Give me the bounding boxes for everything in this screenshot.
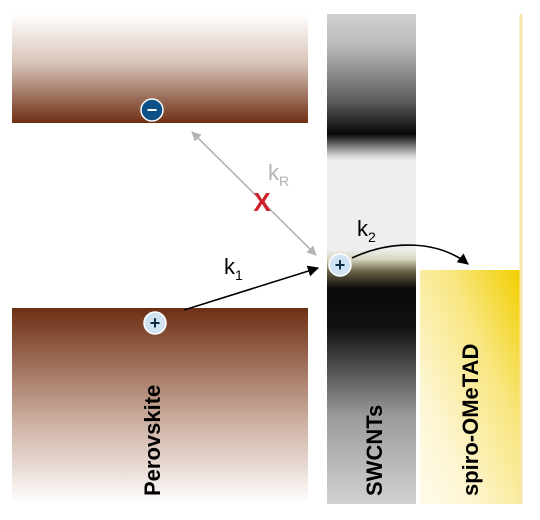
spiro-label: spiro-OMeTAD — [458, 344, 483, 496]
k2-subscript: 2 — [368, 229, 376, 245]
kR-subscript: R — [279, 173, 289, 189]
k2-arrow — [351, 244, 469, 265]
electron-sign: − — [147, 100, 158, 120]
k1-label: k1 — [224, 254, 243, 283]
k2-label: k2 — [357, 216, 376, 245]
kR-label: kR — [268, 160, 289, 189]
k1-arrow — [183, 265, 320, 311]
hole-charge-perovskite: + — [143, 311, 167, 335]
k1-subscript: 1 — [235, 267, 243, 283]
hole-sign-swcnt: + — [335, 255, 346, 275]
spiro-band — [420, 270, 520, 504]
swcnts-label: SWCNTs — [362, 405, 387, 496]
kR-symbol: k — [268, 160, 280, 185]
perovskite-label: Perovskite — [140, 385, 165, 496]
hole-charge-swcnt: + — [328, 253, 352, 277]
k2-symbol: k — [357, 216, 369, 241]
k1-symbol: k — [224, 254, 236, 279]
blocked-marker: X — [253, 187, 271, 217]
electron-charge: − — [140, 98, 164, 122]
perovskite-valence-band — [12, 308, 308, 504]
recombination-arrow — [191, 131, 317, 256]
hole-sign-perovskite: + — [150, 313, 161, 333]
